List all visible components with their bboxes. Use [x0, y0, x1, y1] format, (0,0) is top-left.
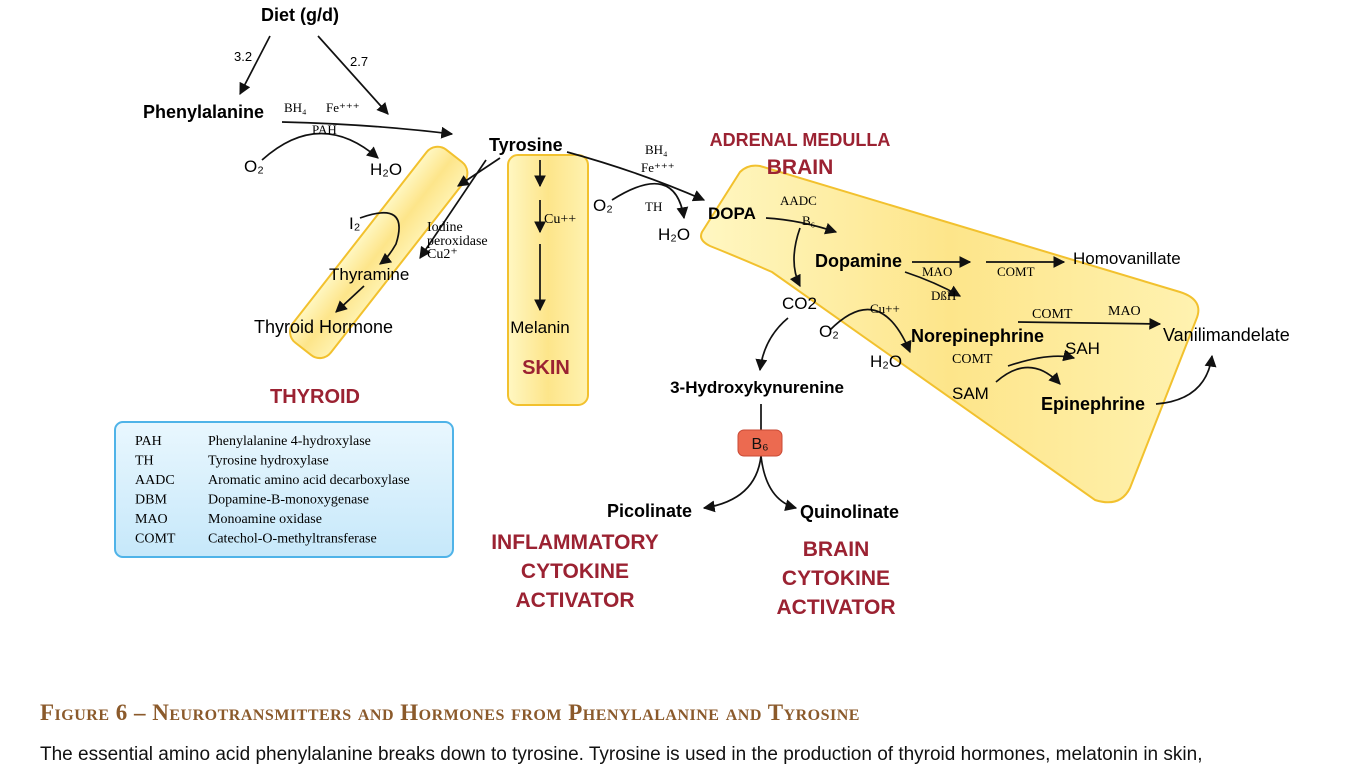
legend-abbr: PAH — [135, 434, 162, 449]
legend-abbr: DBM — [135, 493, 167, 508]
mao-enzyme-1: MAO — [922, 264, 952, 279]
h2o-label-2: H₂O — [658, 225, 690, 244]
dopa-label: DOPA — [708, 204, 756, 223]
aadc-enzyme: AADC — [780, 193, 817, 208]
diet-to-phe-amount: 3.2 — [234, 49, 252, 64]
legend-box — [114, 421, 454, 558]
b6-badge — [737, 429, 783, 457]
inflammatory-title-3: ACTIVATOR — [516, 589, 635, 612]
pathway-svg: Diet (g/d) 3.2 2.7 Phenylalanine BH₄ Fe⁺… — [114, 5, 1290, 619]
legend-abbr: COMT — [135, 532, 176, 547]
mao-enzyme-2: MAO — [1108, 304, 1141, 319]
cu-cofactor-brain: Cu++ — [870, 301, 900, 316]
comt-enzyme-3: COMT — [952, 352, 993, 367]
brain-region — [700, 164, 1200, 504]
brain-region-title: BRAIN — [767, 156, 834, 179]
inflammatory-title-1: INFLAMMATORY — [491, 531, 659, 554]
legend-abbr: AADC — [135, 473, 175, 488]
legend-abbr: TH — [135, 454, 154, 469]
dbh-enzyme: DßH — [931, 288, 956, 303]
o2-label-2: O₂ — [593, 196, 613, 215]
thyramine-label: Thyramine — [329, 265, 409, 284]
comt-enzyme-1: COMT — [997, 264, 1035, 279]
legend-description: Aromatic amino acid decarboxylase — [208, 473, 410, 488]
figure-caption-title: Figure 6 – Neurotransmitters and Hormone… — [40, 700, 860, 725]
homovanillate-label: Homovanillate — [1073, 249, 1181, 268]
b6-cofactor: B₆ — [802, 213, 815, 228]
brain-cytokine-title-1: BRAIN — [803, 538, 870, 561]
diet-to-tyr-amount: 2.7 — [350, 54, 368, 69]
legend-description: Phenylalanine 4-hydroxylase — [208, 434, 371, 449]
iodine-peroxidase-line3: Cu2⁺ — [427, 247, 458, 262]
inflammatory-title-2: CYTOKINE — [521, 560, 629, 583]
comt-enzyme-2: COMT — [1032, 307, 1073, 322]
picolinate-label: Picolinate — [607, 501, 692, 521]
h2o-label-1: H₂O — [370, 160, 402, 179]
co2-label: CO2 — [782, 294, 817, 313]
iodine-peroxidase-line2: peroxidase — [427, 234, 488, 249]
skin-region — [507, 154, 589, 406]
epinephrine-label: Epinephrine — [1041, 394, 1145, 414]
brain-cytokine-title-3: ACTIVATOR — [777, 596, 896, 619]
vanilimandelate-label: Vanilimandelate — [1163, 325, 1290, 345]
bh4-cofactor: BH₄ — [284, 100, 307, 115]
thyroid-hormone-label: Thyroid Hormone — [254, 317, 393, 337]
figure-caption-text: The essential amino acid phenylalanine b… — [40, 744, 1203, 765]
legend-description: Monoamine oxidase — [208, 512, 322, 527]
legend-description: Catechol-O-methyltransferase — [208, 532, 377, 547]
sah-label: SAH — [1065, 339, 1100, 358]
fe-cofactor-2: Fe⁺⁺⁺ — [641, 160, 675, 175]
bh4-cofactor-2: BH₄ — [645, 142, 668, 157]
o2-label-3: O₂ — [819, 322, 839, 341]
diet-label: Diet (g/d) — [261, 5, 339, 25]
legend-description: Tyrosine hydroxylase — [208, 454, 329, 469]
hydroxykynurenine-label: 3-Hydroxykynurenine — [670, 378, 844, 397]
legend-description: Dopamine-B-monoxygenase — [208, 493, 369, 508]
cu-cofactor-skin: Cu++ — [544, 212, 576, 227]
b6-badge-label: B₆ — [751, 436, 768, 453]
fe-cofactor: Fe⁺⁺⁺ — [326, 100, 360, 115]
sam-label: SAM — [952, 384, 989, 403]
i2-label: I₂ — [349, 214, 360, 233]
h2o-label-3: H₂O — [870, 352, 902, 371]
melanin-label: Melanin — [510, 318, 570, 337]
th-enzyme: TH — [645, 199, 662, 214]
thyroid-region-title: THYROID — [270, 386, 360, 408]
adrenal-medulla-title: ADRENAL MEDULLA — [710, 130, 891, 150]
phenylalanine-label: Phenylalanine — [143, 102, 264, 122]
skin-region-title: SKIN — [522, 357, 570, 379]
dopamine-label: Dopamine — [815, 251, 902, 271]
tyrosine-label: Tyrosine — [489, 135, 563, 155]
quinolinate-label: Quinolinate — [800, 502, 899, 522]
legend-abbr: MAO — [135, 512, 168, 527]
pah-enzyme: PAH — [312, 122, 337, 137]
brain-cytokine-title-2: CYTOKINE — [782, 567, 890, 590]
iodine-peroxidase-line1: Iodine — [427, 220, 463, 235]
thyroid-region — [289, 145, 469, 360]
o2-label-1: O₂ — [244, 157, 264, 176]
norepinephrine-label: Norepinephrine — [911, 326, 1044, 346]
